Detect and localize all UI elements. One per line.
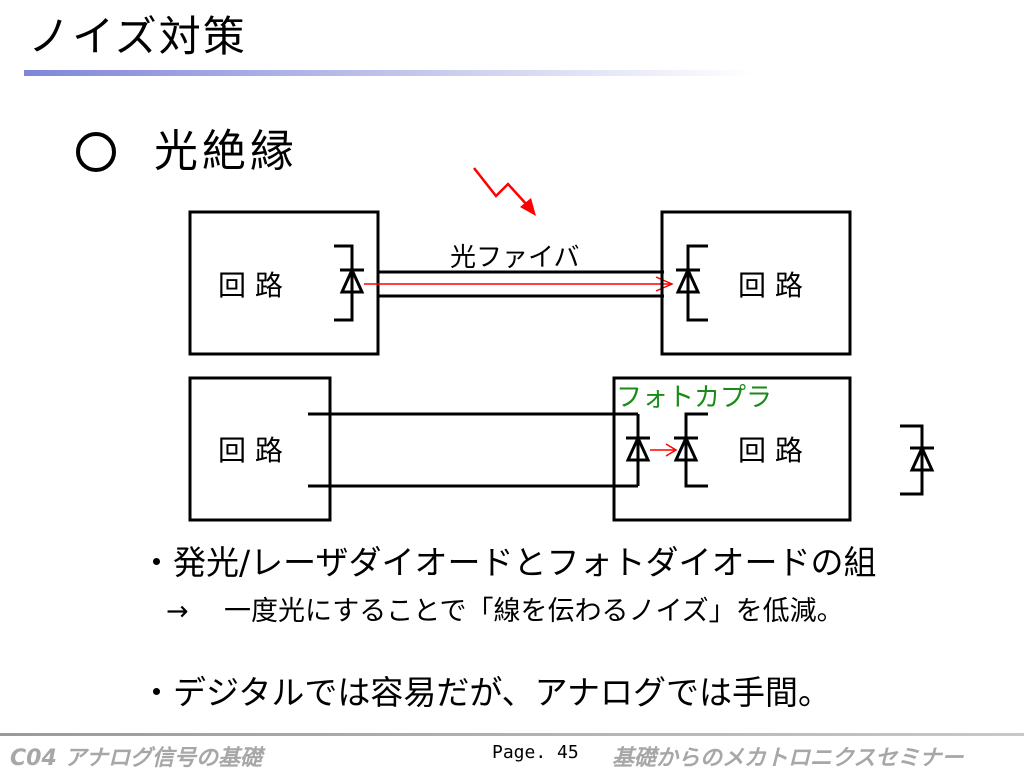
- coupler-led-symbol: [625, 434, 651, 462]
- circuit-label-top-left: 回 路: [218, 269, 283, 302]
- bullet-digital-analog: ・デジタルでは容易だが、アナログでは手間。: [140, 673, 832, 712]
- slide-title: ノイズ対策: [28, 12, 247, 61]
- title-underline: [24, 70, 754, 76]
- led-symbol-top: [334, 244, 365, 322]
- circuit-box-top-right: [660, 210, 852, 356]
- footer-course-title: C04 アナログ信号の基礎: [10, 746, 262, 771]
- section-label: 光絶縁: [154, 126, 298, 177]
- noise-lightning-icon: [473, 167, 536, 216]
- bullet-noise-reduction: → 一度光にすることで「線を伝わるノイズ」を低減。: [166, 598, 844, 625]
- right-arrow-icon: →: [166, 596, 189, 627]
- bullet-led-photodiode: ・発光/レーザダイオードとフォトダイオードの組: [140, 543, 877, 582]
- fiber-label: 光ファイバ: [450, 243, 579, 273]
- bullet-noise-reduction-text: 一度光にすることで「線を伝わるノイズ」を低減。: [224, 596, 844, 627]
- circuit-label-bottom-right: 回 路: [738, 434, 803, 467]
- circuit-label-bottom-left: 回 路: [218, 434, 283, 467]
- coupler-photodiode-symbol: [673, 412, 708, 488]
- coupler-label: フォトカプラ: [616, 383, 772, 413]
- footer-divider: [0, 733, 1024, 736]
- photodiode-symbol-top: [675, 244, 708, 322]
- circuit-box-top-left: [188, 210, 380, 356]
- section-heading: 光絶縁: [76, 130, 298, 174]
- footer-seminar-title: 基礎からのメカトロニクスセミナー: [612, 746, 964, 771]
- circle-bullet-icon: [76, 132, 116, 172]
- circuit-box-bottom-right: [612, 376, 852, 522]
- coupler-wires: [308, 412, 640, 488]
- coupler-light-arrow: [650, 443, 678, 457]
- photodiode-symbol-standalone: [900, 424, 935, 496]
- optical-fiber: [364, 270, 674, 298]
- footer-page-number: Page. 45: [492, 742, 579, 763]
- circuit-label-top-right: 回 路: [738, 269, 803, 302]
- circuit-box-bottom-left: [188, 376, 332, 522]
